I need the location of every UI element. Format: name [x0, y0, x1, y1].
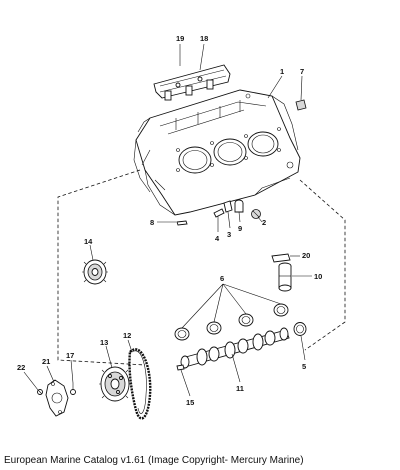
head-bolt-holes [176, 127, 281, 172]
cylinder-bores [178, 131, 279, 174]
part-18-retainer-clip[interactable] [271, 253, 291, 263]
part-5-rear-cam-plug[interactable] [293, 322, 307, 336]
label-8: 8 [150, 218, 154, 227]
label-7: 7 [300, 67, 304, 76]
part-2-drain-plug[interactable] [251, 209, 261, 219]
part-7-plug[interactable] [295, 99, 307, 111]
part-13-camshaft-sprocket[interactable] [99, 366, 131, 402]
part-8-pin[interactable] [176, 220, 188, 226]
part-3-fitting[interactable] [223, 200, 233, 213]
part-15-sprocket-bolt[interactable] [70, 383, 76, 395]
label-20: 19 [176, 34, 184, 43]
label-2: 2 [262, 218, 266, 227]
label-22: 22 [17, 363, 25, 372]
label-21: 21 [42, 357, 50, 366]
part-14-crankshaft-gear[interactable] [82, 259, 108, 285]
label-9: 9 [238, 224, 242, 233]
image-caption: European Marine Catalog v1.61 (Image Cop… [4, 455, 304, 466]
label-6: 6 [220, 274, 224, 283]
part-4-key[interactable] [213, 208, 225, 218]
label-15: 17 [66, 351, 74, 360]
label-3: 3 [227, 230, 231, 239]
label-5: 5 [302, 362, 306, 371]
part-1-cylinder-block[interactable] [133, 89, 301, 216]
label-19: 18 [200, 34, 208, 43]
part-10-hydraulic-lifter[interactable] [278, 262, 292, 292]
leader-lines [23, 43, 312, 397]
label-18: 20 [302, 251, 310, 260]
part-11-camshaft[interactable] [180, 327, 290, 369]
label-11: 11 [236, 384, 244, 393]
label-13: 13 [100, 338, 108, 347]
label-4: 4 [215, 234, 220, 243]
part-17-woodruff-key[interactable] [176, 364, 185, 371]
assembly-dashed-outline [57, 169, 346, 366]
label-10: 10 [314, 272, 322, 281]
part-9-sleeve[interactable] [234, 199, 244, 213]
part-22-screw[interactable] [37, 389, 43, 395]
part-6-camshaft-bearings[interactable] [174, 303, 289, 341]
label-17: 15 [186, 398, 194, 407]
label-14: 14 [84, 237, 93, 246]
part-21-thrust-plate[interactable] [45, 379, 69, 417]
callout-labels: 19 18 1 7 8 4 3 9 2 14 20 10 6 5 11 15 1… [17, 34, 322, 407]
label-12: 12 [123, 331, 131, 340]
part-19-lifter-retainer[interactable] [153, 64, 231, 101]
label-1: 1 [280, 67, 284, 76]
part-12-timing-chain[interactable] [128, 348, 152, 420]
